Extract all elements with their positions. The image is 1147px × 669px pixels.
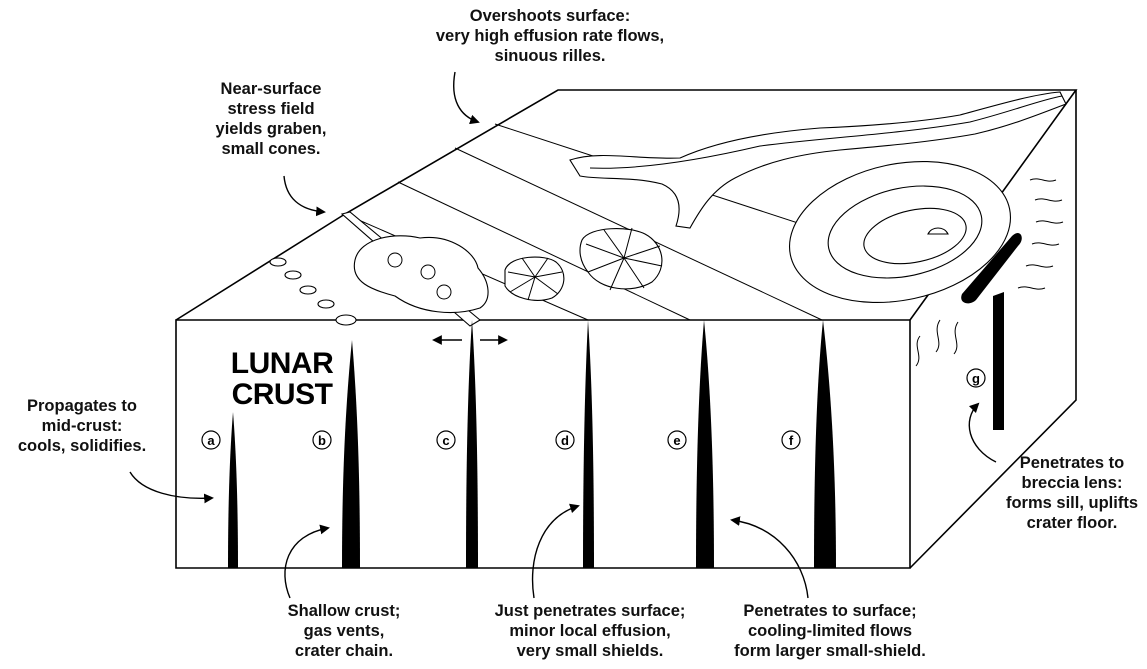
arrow-near-surface [284, 176, 324, 212]
svg-text:Penetrates to: Penetrates to [1020, 454, 1125, 472]
arrow-breccia [969, 404, 996, 462]
svg-text:Near-surface: Near-surface [221, 80, 322, 98]
dike-d [583, 320, 594, 568]
svg-text:CRUST: CRUST [232, 378, 333, 411]
lunar-crust-title: LUNAR CRUST [231, 347, 334, 411]
svg-text:LUNAR: LUNAR [231, 347, 334, 380]
dike-c [466, 320, 478, 568]
label-breccia: Penetrates to breccia lens: forms sill, … [1006, 454, 1138, 532]
dike-g [993, 292, 1004, 430]
dike-f [814, 320, 836, 568]
svg-text:Overshoots surface:: Overshoots surface: [470, 7, 630, 25]
arrow-propagates [130, 472, 212, 498]
surface-features [270, 92, 1066, 366]
svg-text:c: c [442, 433, 449, 448]
label-penetrates-surface: Penetrates to surface; cooling-limited f… [734, 602, 926, 660]
letter-f: f [782, 431, 800, 449]
svg-text:Propagates to: Propagates to [27, 397, 137, 415]
arrow-overshoots [454, 72, 478, 122]
svg-text:mid-crust:: mid-crust: [42, 417, 123, 435]
dike-e [696, 320, 714, 568]
label-propagates: Propagates to mid-crust: cools, solidifi… [18, 397, 146, 455]
arrow-just-penetrates [533, 506, 578, 598]
svg-text:crater floor.: crater floor. [1027, 514, 1118, 532]
svg-text:stress field: stress field [227, 100, 314, 118]
letter-c: c [437, 431, 455, 449]
gas-vent-cone [336, 315, 356, 325]
crater-3 [300, 286, 316, 294]
crater-2 [285, 271, 301, 279]
letter-g: g [967, 369, 985, 387]
svg-text:cools, solidifies.: cools, solidifies. [18, 437, 146, 455]
letter-a: a [202, 431, 220, 449]
label-just-penetrates: Just penetrates surface; minor local eff… [495, 602, 686, 660]
svg-text:f: f [789, 433, 794, 448]
svg-text:sinuous rilles.: sinuous rilles. [495, 47, 606, 65]
svg-text:very high effusion rate flows,: very high effusion rate flows, [436, 27, 664, 45]
arrow-penetrates-surface [732, 520, 808, 598]
svg-text:b: b [318, 433, 326, 448]
dikes [228, 292, 1004, 568]
svg-text:g: g [972, 371, 980, 386]
label-near-surface: Near-surface stress field yields graben,… [216, 80, 327, 158]
svg-text:very small shields.: very small shields. [517, 642, 664, 660]
svg-text:form larger small-shield.: form larger small-shield. [734, 642, 926, 660]
svg-text:forms sill, uplifts: forms sill, uplifts [1006, 494, 1138, 512]
crater-1 [270, 258, 286, 266]
svg-text:gas vents,: gas vents, [304, 622, 385, 640]
arrow-shallow [285, 528, 328, 598]
svg-text:Just penetrates surface;: Just penetrates surface; [495, 602, 686, 620]
svg-text:d: d [561, 433, 569, 448]
svg-text:e: e [673, 433, 680, 448]
svg-text:minor local effusion,: minor local effusion, [509, 622, 670, 640]
letter-e: e [668, 431, 686, 449]
svg-text:breccia lens:: breccia lens: [1022, 474, 1123, 492]
crater-4 [318, 300, 334, 308]
svg-text:small cones.: small cones. [221, 140, 320, 158]
svg-text:Shallow crust;: Shallow crust; [288, 602, 401, 620]
svg-text:crater chain.: crater chain. [295, 642, 393, 660]
dike-b [342, 340, 360, 568]
svg-text:yields graben,: yields graben, [216, 120, 327, 138]
letter-b: b [313, 431, 331, 449]
svg-text:cooling-limited flows: cooling-limited flows [748, 622, 912, 640]
svg-text:a: a [207, 433, 215, 448]
label-shallow: Shallow crust; gas vents, crater chain. [288, 602, 401, 660]
dike-a [228, 412, 238, 568]
letter-d: d [556, 431, 574, 449]
svg-text:Penetrates to surface;: Penetrates to surface; [743, 602, 916, 620]
label-overshoots: Overshoots surface: very high effusion r… [436, 7, 664, 65]
